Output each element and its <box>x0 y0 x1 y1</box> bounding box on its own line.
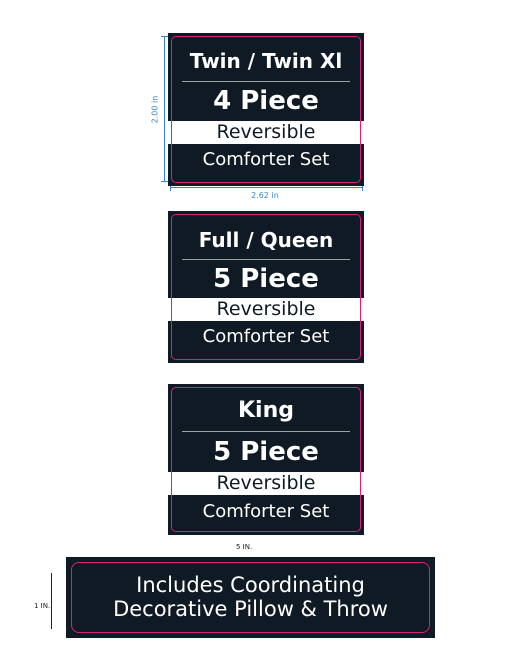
height-dimension-tick-bottom <box>161 181 168 182</box>
bottom-line-2: Decorative Pillow & Throw <box>113 597 388 621</box>
width-dimension-tick-right <box>362 184 363 191</box>
comforter-set-text: Comforter Set <box>202 501 330 522</box>
width-dimension-line <box>170 187 363 188</box>
width-dimension-tick-left <box>170 184 171 191</box>
label-king: King 5 Piece Reversible Comforter Set <box>168 384 364 535</box>
height-dimension-label: 2.00 in <box>150 95 160 124</box>
divider <box>182 81 350 82</box>
piece-count: 5 Piece <box>213 264 319 294</box>
bottom-label-frame <box>71 562 430 633</box>
width-dimension-label: 2.62 in <box>251 191 279 200</box>
size-text: King <box>238 398 294 423</box>
comforter-set-text: Comforter Set <box>202 149 330 170</box>
label-full-queen: Full / Queen 5 Piece Reversible Comforte… <box>168 211 364 363</box>
piece-count: 5 Piece <box>213 437 319 467</box>
divider <box>182 431 350 432</box>
height-dimension-line <box>164 36 165 182</box>
comforter-set-text: Comforter Set <box>202 326 330 347</box>
reversible-band: Reversible <box>168 472 364 495</box>
height-dimension-tick-top <box>161 36 168 37</box>
bottom-line-1: Includes Coordinating <box>136 573 365 597</box>
includes-pillow-throw-label: Includes Coordinating Decorative Pillow … <box>66 557 435 638</box>
bottom-width-label: 5 IN. <box>236 543 253 551</box>
size-text: Full / Queen <box>198 228 334 252</box>
label-twin: Twin / Twin Xl 4 Piece Reversible Comfor… <box>168 33 364 186</box>
bottom-height-line <box>51 573 52 629</box>
reversible-band: Reversible <box>168 121 364 144</box>
bottom-height-label: 1 IN. <box>34 602 51 610</box>
size-text: Twin / Twin Xl <box>189 49 343 73</box>
divider <box>182 259 350 260</box>
reversible-band: Reversible <box>168 298 364 321</box>
piece-count: 4 Piece <box>213 86 319 116</box>
